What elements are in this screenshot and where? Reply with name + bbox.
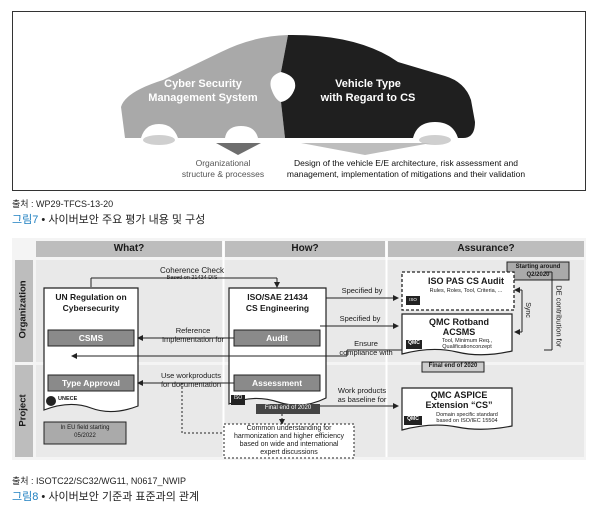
starting-line2: Q2/2020 (526, 272, 550, 278)
cyber-security-piece (121, 35, 288, 138)
ensure-line2: compliance with (339, 348, 393, 357)
qmc-aspice-box (401, 387, 513, 431)
pas-audit-sub: Rules, Roles, Tool, Criteria, ... (429, 288, 503, 294)
iso-pas-audit-box (401, 271, 515, 311)
final-end-label-1: Final end of 2020 (264, 405, 312, 411)
specified-by-1: Specified by (341, 286, 383, 295)
iso-badge-label: ISO (233, 395, 243, 401)
right-desc-line2: management, implementation of mitigation… (287, 169, 525, 179)
right-piece-line1: Vehicle Type (335, 78, 401, 90)
use-wp-line1: Use workproducts (160, 371, 222, 380)
coherence-check-label: Coherence Check (159, 266, 225, 275)
qmc-aspice-logo-label: QMC (407, 416, 419, 422)
left-pointer (216, 143, 261, 155)
starting-around-badge (506, 261, 570, 281)
qmc-aspice-sub2: based on ISO/IEC 15504 (436, 418, 498, 424)
qmc-aspice-line1: QMC ASPICE (430, 390, 488, 400)
starting-line1: Starting around (515, 264, 561, 270)
csms-box (47, 329, 135, 347)
col-header-assurance-label: Assurance? (457, 243, 515, 254)
work-products-line1: Work products (337, 386, 387, 395)
figure-2-panel: What? How? Assurance? Organization Proje… (12, 238, 586, 460)
assessment-label: Assessment (251, 378, 303, 388)
row-header-project-label: Project (17, 394, 29, 427)
type-approval-label: Type Approval (61, 378, 121, 388)
col-header-how (225, 241, 385, 257)
figure-2-source: 출처 : ISOTC22/SC32/WG11, N0617_NWIP (12, 476, 186, 486)
common-line3: based on wide and international (239, 441, 339, 448)
iso-badge-icon (231, 395, 245, 405)
car-puzzle-graphic: Cyber Security Management System Vehicle… (121, 34, 525, 179)
qmc-rotband-sub2: Qualificationconzept (442, 344, 492, 350)
right-pointer (301, 143, 431, 155)
audit-label: Audit (266, 333, 288, 343)
figure-1-caption-text: • 사이버보안 주요 평가 내용 및 구성 (38, 214, 206, 226)
specified-by-2: Specified by (339, 314, 381, 323)
final-end-badge-1 (256, 404, 320, 414)
eu-field-line2: 05/2022 (74, 433, 96, 439)
qmc-aspice-sub1: Domain specific standard (436, 412, 498, 418)
figure-2-caption-text: • 사이버보안 기준과 표준과의 관계 (38, 491, 200, 503)
left-piece-line1: Cyber Security (164, 78, 243, 90)
row-header-project (15, 365, 33, 457)
csms-label: CSMS (78, 333, 104, 343)
de-contribution-label: DE contribution for (554, 285, 564, 348)
ensure-line1: Ensure (354, 339, 378, 348)
common-line2: harmonization and higher efficiency (234, 433, 344, 440)
common-line1: Common understanding for (246, 425, 332, 432)
iso-pas-badge-icon (406, 296, 420, 305)
left-desc-line2: structure & processes (182, 169, 264, 179)
eu-field-box (43, 421, 127, 445)
qmc-rotband-box (401, 313, 513, 356)
figure-1-source: 출처 : WP29-TFCS-13-20 (12, 199, 114, 209)
figure-2-caption-number: 그림8 (12, 491, 39, 503)
qmc-logo-icon (406, 340, 422, 349)
type-approval-box (47, 374, 135, 392)
right-piece-line2: with Regard to CS (320, 92, 416, 104)
qmc-rotband-line2: ACSMS (442, 327, 476, 337)
standards-relationship-diagram (15, 241, 584, 459)
col-header-assurance (388, 241, 584, 257)
iso-21434-line2: CS Engineering (245, 303, 310, 313)
row-header-organization (15, 260, 33, 362)
left-desc-line1: Organizational (196, 158, 251, 168)
final-end-label-2: Final end of 2020 (428, 363, 478, 369)
final-end-badge-2 (421, 361, 485, 373)
vehicle-type-piece (281, 34, 475, 138)
pas-audit-title: ISO PAS CS Audit (427, 276, 504, 286)
common-understanding-box (223, 423, 355, 459)
left-piece-line2: Management System (148, 92, 258, 104)
row-header-organization-label: Organization (17, 280, 29, 339)
col-header-what (36, 241, 222, 257)
un-regulation-line2: Cybersecurity (62, 303, 120, 313)
figure-1-panel: Cyber Security Management System Vehicle… (12, 11, 586, 191)
qmc-aspice-logo-icon (404, 416, 422, 425)
figure-1-caption-number: 그림7 (12, 214, 39, 226)
common-line4: expert discussions (260, 449, 318, 456)
unece-label: UNECE (58, 396, 78, 402)
iso-21434-line1: ISO/SAE 21434 (247, 292, 308, 302)
qmc-rotband-sub1: Tool, Minimum Req., (441, 338, 493, 344)
eu-field-line1: In EU field starting (60, 425, 110, 431)
qmc-rotband-line1: QMC Rotband (429, 317, 489, 327)
work-products-line2: as baseline for (337, 395, 387, 404)
ref-impl-line1: Reference (175, 326, 211, 335)
use-wp-line2: for documentation (160, 380, 222, 389)
unece-logo-icon (46, 396, 56, 406)
col-header-what-label: What? (113, 243, 145, 254)
coherence-check-sub: Based on 21434 DIS (166, 275, 218, 281)
pas-iso-badge-label: ISO (409, 297, 417, 302)
ref-impl-line2: Implementation for (161, 335, 225, 344)
un-regulation-line1: UN Regulation on (55, 292, 127, 302)
right-desc-line1: Design of the vehicle E/E architecture, … (294, 158, 518, 168)
qmc-logo-label: QMC (408, 340, 420, 346)
sync-label: Sync (524, 302, 532, 318)
qmc-aspice-line2: Extension “CS” (425, 400, 493, 410)
figure-2-caption: 그림8 • 사이버보안 기준과 표준과의 관계 (12, 488, 199, 504)
col-header-how-label: How? (291, 243, 319, 254)
figure-1-caption: 그림7 • 사이버보안 주요 평가 내용 및 구성 (12, 211, 205, 227)
